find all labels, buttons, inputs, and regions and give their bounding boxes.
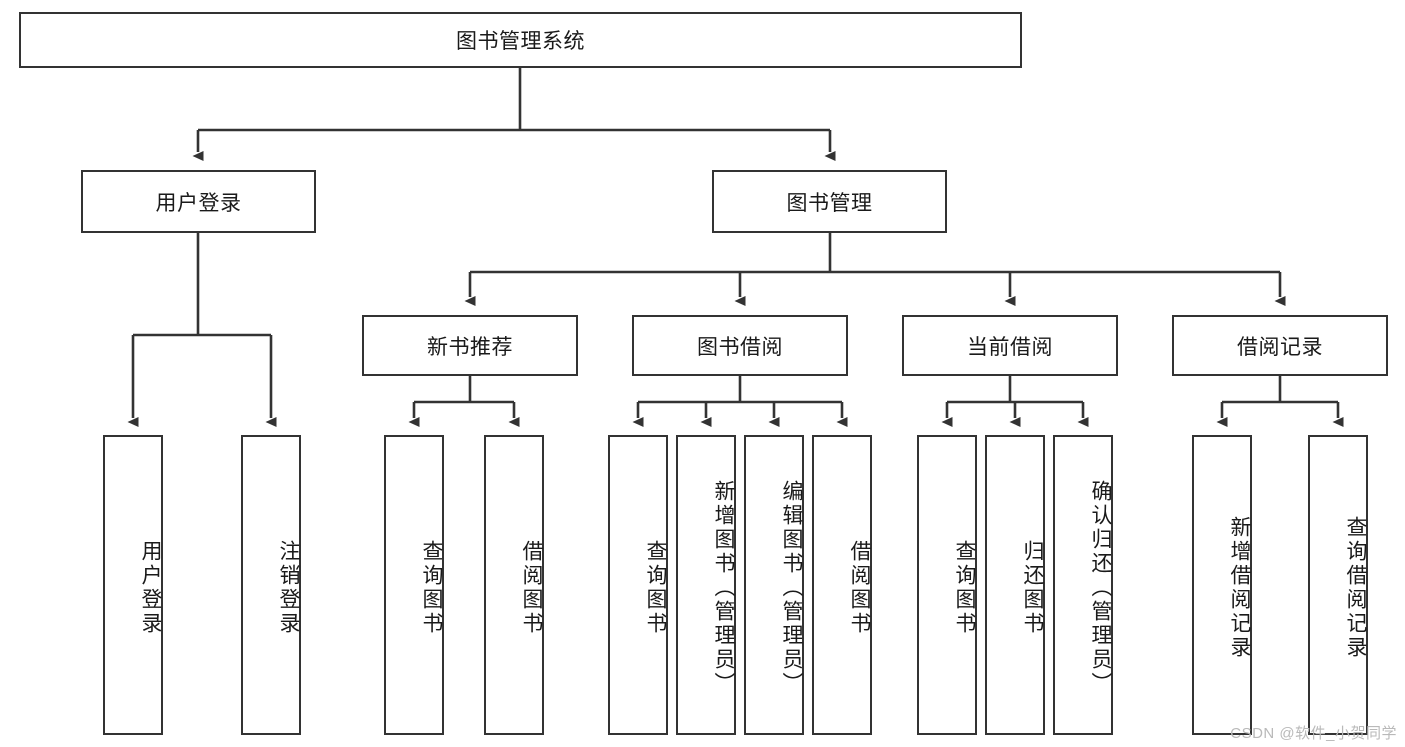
node-current-borrow-label: 当前借阅 xyxy=(967,335,1053,359)
leaf-book-borrow-borrow[interactable]: 借阅图书 xyxy=(812,435,872,735)
leaf-label: 借阅图书 xyxy=(848,540,871,636)
leaf-label: 新增借阅记录 xyxy=(1228,516,1251,660)
leaf-book-borrow-add[interactable]: 新增图书（管理员） xyxy=(676,435,736,735)
leaf-label: 借阅图书 xyxy=(520,540,543,636)
leaf-new-book-query[interactable]: 查询图书 xyxy=(384,435,444,735)
leaf-label: 查询图书 xyxy=(420,540,443,636)
node-book-borrow-label: 图书借阅 xyxy=(697,335,783,359)
leaf-current-borrow-confirm[interactable]: 确认归还（管理员） xyxy=(1053,435,1113,735)
node-user-login-label: 用户登录 xyxy=(155,191,242,215)
leaf-book-borrow-edit[interactable]: 编辑图书（管理员） xyxy=(744,435,804,735)
leaf-label: 确认归还（管理员） xyxy=(1089,480,1112,696)
node-borrow-record[interactable]: 借阅记录 xyxy=(1172,315,1388,376)
node-book-management-label: 图书管理 xyxy=(786,191,873,215)
node-new-book-recommend[interactable]: 新书推荐 xyxy=(362,315,578,376)
leaf-label: 查询借阅记录 xyxy=(1344,516,1367,660)
leaf-user-login-logout[interactable]: 注销登录 xyxy=(241,435,301,735)
leaf-borrow-record-add[interactable]: 新增借阅记录 xyxy=(1192,435,1252,735)
node-root-label: 图书管理系统 xyxy=(456,30,585,53)
leaf-borrow-record-query[interactable]: 查询借阅记录 xyxy=(1308,435,1368,735)
leaf-new-book-borrow[interactable]: 借阅图书 xyxy=(484,435,544,735)
leaf-label: 新增图书（管理员） xyxy=(712,480,735,696)
leaf-label: 用户登录 xyxy=(139,540,162,636)
leaf-label: 查询图书 xyxy=(644,540,667,636)
node-book-management[interactable]: 图书管理 xyxy=(712,170,947,233)
node-current-borrow[interactable]: 当前借阅 xyxy=(902,315,1118,376)
leaf-current-borrow-return[interactable]: 归还图书 xyxy=(985,435,1045,735)
leaf-label: 查询图书 xyxy=(953,540,976,636)
watermark: CSDN @软件_小贺同学 xyxy=(1230,725,1397,742)
node-borrow-record-label: 借阅记录 xyxy=(1237,335,1323,359)
leaf-label: 归还图书 xyxy=(1021,540,1044,636)
leaf-label: 编辑图书（管理员） xyxy=(780,480,803,696)
node-user-login[interactable]: 用户登录 xyxy=(81,170,316,233)
node-root[interactable]: 图书管理系统 xyxy=(19,12,1022,68)
leaf-current-borrow-query[interactable]: 查询图书 xyxy=(917,435,977,735)
leaf-book-borrow-query[interactable]: 查询图书 xyxy=(608,435,668,735)
leaf-label: 注销登录 xyxy=(277,540,300,636)
leaf-user-login-login[interactable]: 用户登录 xyxy=(103,435,163,735)
node-new-book-recommend-label: 新书推荐 xyxy=(427,335,513,359)
node-book-borrow[interactable]: 图书借阅 xyxy=(632,315,848,376)
